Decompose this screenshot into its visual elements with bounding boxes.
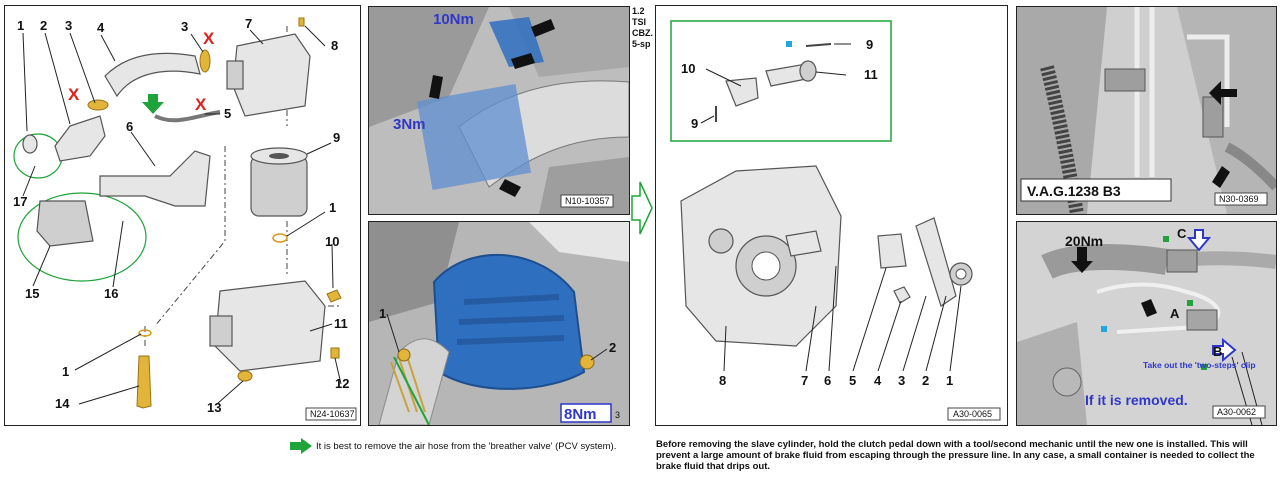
part-number-label: 10 <box>681 61 695 76</box>
part-number-label: 4 <box>97 20 105 35</box>
part-number-label: 10 <box>325 234 339 249</box>
part-number-label: 8 <box>719 373 726 388</box>
part-number-label: 9 <box>333 130 340 145</box>
pressure-line-photo: 20Nm C A B Take out the 'two-steps' clip… <box>1016 221 1277 426</box>
bleed-tool-photo: V.A.G.1238 B3 N30-0369 <box>1016 6 1277 215</box>
figure-reference: N30-0369 <box>1219 194 1259 204</box>
figure-reference: A30-0065 <box>953 409 992 419</box>
next-step-arrow-icon <box>631 181 653 235</box>
clip-instruction: Take out the 'two-steps' clip <box>1143 360 1256 370</box>
gearbox-type: 5-sp <box>632 39 651 49</box>
remove-mark: X <box>195 95 207 114</box>
figure-reference: N10-10357 <box>565 196 610 206</box>
part-number-label: 17 <box>13 194 27 209</box>
part-number-label: 1 <box>62 364 69 379</box>
part-number-label: 1 <box>946 373 953 388</box>
part-number-label: 1 <box>379 306 386 321</box>
clip-instruction-line: Take out the 'two-steps' clip <box>1143 360 1256 370</box>
green-arrow-icon <box>290 438 312 454</box>
part-number-label: 7 <box>801 373 808 388</box>
part-number-label: 2 <box>922 373 929 388</box>
figure-reference: 3 <box>615 410 620 420</box>
torque-value: 3Nm <box>393 116 426 133</box>
engine-size: 1.2 <box>632 6 645 16</box>
connector-label: A <box>1170 306 1180 321</box>
part-number-label: 14 <box>55 396 70 411</box>
part-number-label: 9 <box>691 116 698 131</box>
part-number-label: 11 <box>334 316 348 331</box>
part-number-label: 16 <box>104 286 118 301</box>
slave-cylinder-caption: Before removing the slave cylinder, hold… <box>656 439 1255 472</box>
part-number-label: 9 <box>866 37 873 52</box>
part-number-label: 2 <box>609 340 616 355</box>
part-number-label: 13 <box>207 400 221 415</box>
part-number-label: 3 <box>181 19 188 34</box>
connector-label: C <box>1177 226 1187 241</box>
part-number-label: 1 <box>329 200 336 215</box>
clip-condition-note: If it is removed. <box>1085 392 1188 408</box>
remove-mark: X <box>203 29 215 48</box>
engine-bay-photo: 10Nm 3Nm N10-10357 <box>368 6 630 215</box>
part-number-label: 2 <box>40 18 47 33</box>
part-number-label: 5 <box>224 106 231 121</box>
torque-value: 10Nm <box>433 11 474 28</box>
engine-type: TSI <box>632 17 647 27</box>
part-number-label: 11 <box>864 67 878 82</box>
part-number-label: 6 <box>824 373 831 388</box>
pcv-caption-text: It is best to remove the air hose from t… <box>316 440 617 452</box>
figure-reference: A30-0062 <box>1217 407 1256 417</box>
gearbox-exploded-diagram: 9 10 11 9 8 7 6 5 4 3 2 1 A30-0065 <box>655 5 1008 426</box>
connector-label: B <box>1213 344 1222 359</box>
figure-reference: N24-10637 <box>310 409 355 419</box>
torque-value: 8Nm <box>564 406 597 423</box>
torque-value: 20Nm <box>1065 233 1103 249</box>
part-number-label: 6 <box>126 119 133 134</box>
engine-code: CBZ. <box>632 28 653 38</box>
part-number-label: 15 <box>25 286 39 301</box>
part-number-label: 5 <box>849 373 856 388</box>
part-number-label: 8 <box>331 38 338 53</box>
part-number-label: 3 <box>65 18 72 33</box>
part-number-label: 3 <box>898 373 905 388</box>
part-number-label: 7 <box>245 16 252 31</box>
part-number-label: 4 <box>874 373 882 388</box>
part-number-label: 1 <box>17 18 24 33</box>
tool-name: V.A.G.1238 B3 <box>1027 183 1121 199</box>
part-number-label: 12 <box>335 376 349 391</box>
air-filter-cover-photo: 1 2 8Nm 3 <box>368 221 630 426</box>
pcv-caption: It is best to remove the air hose from t… <box>290 438 650 454</box>
remove-mark: X <box>68 85 80 104</box>
engine-code-note: 1.2 TSI CBZ. 5-sp <box>632 6 656 50</box>
air-filter-exploded-diagram: X X X 1 2 3 4 3 7 8 5 6 9 17 15 <box>4 5 361 426</box>
